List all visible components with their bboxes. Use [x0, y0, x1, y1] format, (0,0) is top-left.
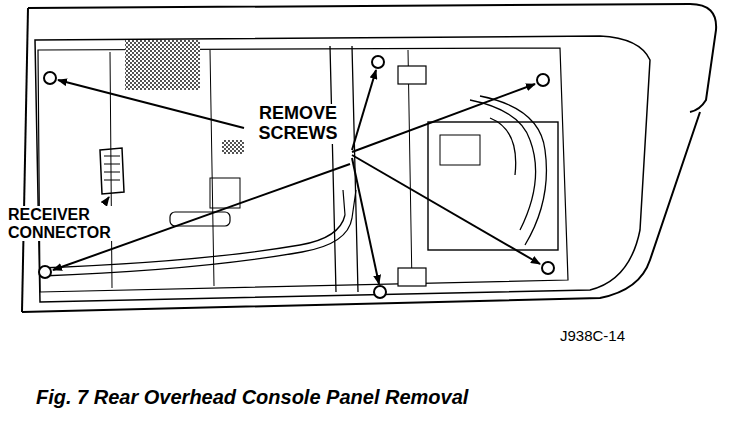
hatched-area	[125, 40, 200, 90]
leader-line	[53, 70, 540, 284]
figure-caption: Fig. 7 Rear Overhead Console Panel Remov…	[36, 386, 468, 408]
hatched-area	[222, 140, 244, 154]
callout-label: REMOVE SCREWS	[248, 104, 348, 144]
console-outline	[22, 4, 716, 312]
figure-code: J938C-14	[560, 328, 625, 345]
clip	[398, 268, 426, 286]
screw	[39, 56, 554, 298]
callout-label: RECEIVER CONNECTOR	[8, 206, 126, 241]
clip	[398, 66, 426, 84]
